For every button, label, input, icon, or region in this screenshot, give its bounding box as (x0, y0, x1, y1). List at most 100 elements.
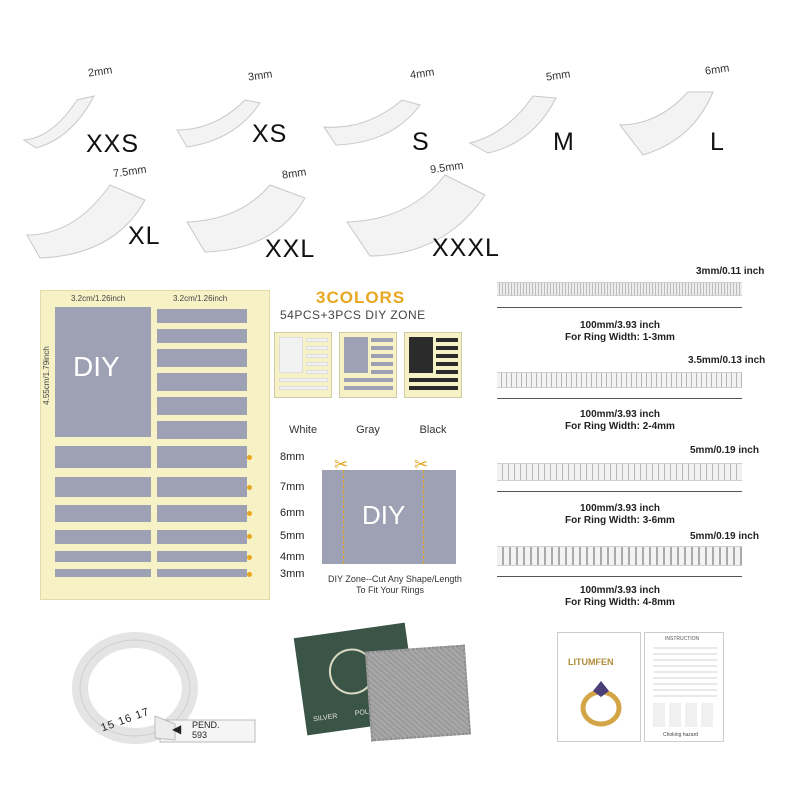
diy-cut-sheet: DIY (322, 470, 456, 564)
pad-xs-image (176, 99, 261, 148)
swatch-white (274, 332, 332, 398)
pad-m-image (468, 95, 557, 154)
strip (157, 477, 247, 497)
strip (157, 349, 247, 367)
pad-xxl-label: XXL (265, 235, 316, 263)
scissors-icon: ✂ (334, 455, 349, 474)
pad-m-width: 5mm (545, 68, 572, 84)
scissors-icon: ✂ (414, 455, 429, 474)
spiral-coil (497, 546, 742, 566)
swatch-gray (339, 332, 397, 398)
spiral-ring-width: For Ring Width: 4-8mm (565, 597, 675, 608)
polishing-cloth (364, 644, 472, 742)
strip (55, 505, 151, 522)
diy-zone: DIY (55, 307, 151, 437)
strip (157, 421, 247, 439)
strip (55, 446, 151, 468)
pad-xl-width: 7.5mm (112, 163, 148, 181)
diy-zone-label: DIY (73, 351, 120, 382)
spiral-coil (497, 463, 742, 481)
spiral-thickness: 5mm/0.19 inch (690, 445, 759, 456)
cut-line (423, 470, 424, 564)
strip (157, 397, 247, 415)
pad-m-label: M (553, 128, 575, 156)
pad-xxxl-label: XXXL (432, 234, 500, 262)
swatch-gray-label: Gray (356, 424, 380, 436)
pad-s-label: S (412, 128, 430, 156)
spiral-thickness: 5mm/0.19 inch (690, 531, 759, 542)
colors-title: 3COLORS (316, 288, 406, 307)
size-dot (247, 511, 252, 516)
spiral-ring-width: For Ring Width: 2-4mm (565, 421, 675, 432)
spiral-ring-width: For Ring Width: 3-6mm (565, 515, 675, 526)
strip (157, 569, 247, 577)
strip (157, 329, 247, 343)
pad-xl-image (26, 184, 146, 259)
size-tag-8mm: 8mm (280, 451, 305, 463)
length-line (497, 307, 742, 308)
size-tag-7mm: 7mm (280, 481, 305, 493)
pad-xl-label: XL (128, 222, 161, 250)
spiral-thickness: 3.5mm/0.13 inch (688, 355, 766, 366)
card-brand: LITUMFEN (568, 657, 614, 667)
strip (157, 530, 247, 544)
spiral-coil (497, 372, 742, 388)
size-tag-5mm: 5mm (280, 530, 305, 542)
ring-sizer-tag-2: 593 (192, 730, 208, 740)
pad-s-image (323, 99, 421, 146)
spiral-length: 100mm/3.93 inch (579, 409, 661, 420)
spiral-length: 100mm/3.93 inch (579, 585, 661, 596)
strip (55, 551, 151, 562)
spiral-length: 100mm/3.93 inch (579, 503, 661, 514)
size-dot (247, 485, 252, 490)
pad-xxl-image (186, 184, 306, 253)
instruction-lines (653, 647, 717, 699)
size-dot (247, 455, 252, 460)
size-tag-4mm: 4mm (280, 551, 305, 563)
pad-l-width: 6mm (704, 62, 731, 78)
pad-l-label: L (710, 128, 725, 156)
pad-xs-width: 3mm (247, 68, 274, 84)
strip (157, 373, 247, 391)
size-tag-3mm: 3mm (280, 568, 305, 580)
pad-xxs-image (22, 95, 95, 149)
swatch-white-diy (279, 337, 303, 373)
strip (157, 551, 247, 562)
pad-l-image (618, 91, 714, 156)
instruction-card-front: LITUMFEN (557, 632, 641, 742)
col2-width-label: 3.2cm/1.26inch (173, 294, 228, 303)
spiral-length: 100mm/3.93 inch (579, 320, 661, 331)
spiral-ring-width: For Ring Width: 1-3mm (565, 332, 675, 343)
hazard-text: Choking hazard (663, 732, 699, 738)
diy-cut-label: DIY (362, 500, 406, 530)
size-dot (247, 534, 252, 539)
instruction-illustrations (653, 703, 717, 727)
pad-xxxl-image (346, 174, 486, 257)
packet-text-silver: SILVER (312, 712, 338, 724)
diy-height-label: 4.55cm/1.79inch (41, 346, 51, 405)
ring-image (580, 681, 622, 727)
spiral-coil (497, 282, 742, 296)
strip (157, 309, 247, 323)
strip (157, 505, 247, 522)
col1-width-label: 3.2cm/1.26inch (71, 294, 126, 303)
pad-xxs-label: XXS (86, 130, 140, 158)
card-header: INSTRUCTION (665, 636, 700, 642)
strip (55, 530, 151, 544)
ring-sizer-image (72, 632, 256, 744)
length-line (497, 491, 742, 492)
diy-caption-2: To Fit Your Rings (356, 585, 425, 595)
spiral-thickness: 3mm/0.11 inch (696, 266, 765, 277)
instruction-card-back: INSTRUCTION Choking hazard (644, 632, 724, 742)
cut-line (343, 470, 344, 564)
colors-subtitle: 54PCS+3PCS DIY ZONE (280, 308, 426, 322)
swatch-white-label: White (288, 424, 318, 436)
swatch-black (404, 332, 462, 398)
size-tag-6mm: 6mm (280, 507, 305, 519)
size-dot (247, 572, 252, 577)
swatch-black-label: Black (419, 424, 447, 436)
size-dot (247, 555, 252, 560)
diy-caption-1: DIY Zone--Cut Any Shape/Length (328, 574, 462, 584)
length-line (497, 398, 742, 399)
pad-s-width: 4mm (409, 66, 436, 82)
